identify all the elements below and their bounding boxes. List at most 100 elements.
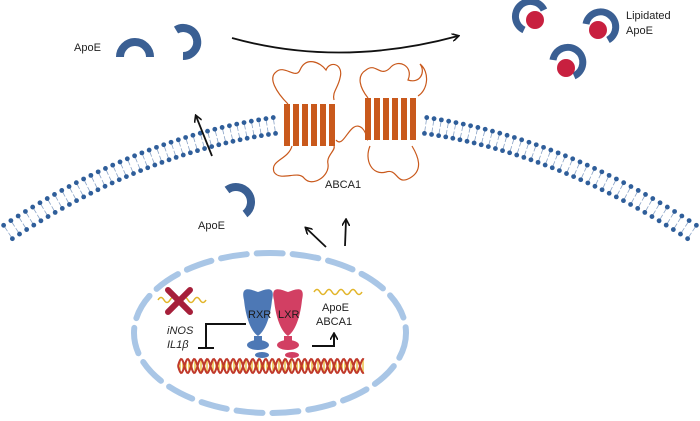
rxr-lxr-heterodimer: [243, 289, 303, 358]
lipid-head: [542, 162, 548, 168]
lipid-head: [234, 121, 240, 127]
lipid-tail: [112, 164, 120, 180]
lipid-head: [664, 204, 670, 210]
lipid-tail: [97, 171, 106, 187]
rxr-receptor: [243, 289, 273, 358]
lipid-head: [17, 231, 22, 237]
abca1-intracellular-loop-left: [272, 145, 335, 183]
lipid-tail: [608, 178, 617, 194]
lipid-tail: [10, 220, 20, 235]
lipid-head: [109, 180, 115, 186]
lipid-head: [657, 200, 663, 206]
lipid-head: [564, 171, 569, 176]
lipid-tail: [615, 182, 625, 198]
lipid-head: [159, 159, 165, 165]
lipid-head: [577, 159, 583, 165]
lipid-head: [168, 139, 174, 145]
lipid-head: [30, 204, 36, 210]
lipid-head: [533, 142, 539, 148]
lipid-head: [195, 148, 200, 154]
lipid-head: [460, 121, 466, 127]
lipid-head: [436, 133, 442, 139]
abca1-extracellular-loop-right: [359, 63, 428, 99]
lipid-tail: [587, 168, 595, 184]
lipid-head: [154, 144, 159, 150]
lipid-head: [672, 209, 677, 214]
lipid-head: [431, 116, 437, 122]
lipid-head: [132, 153, 137, 159]
lipid-head: [649, 214, 655, 219]
lipidated-apoe-label-line2: ApoE: [626, 25, 653, 37]
lipid-head: [521, 154, 527, 160]
lipid-head: [152, 162, 158, 168]
lipid-head: [592, 166, 597, 171]
lipid-head: [216, 142, 222, 148]
lipid-head: [175, 137, 181, 143]
cell-membrane: [1, 115, 699, 242]
lipid-head: [478, 142, 484, 148]
lipid-head: [599, 187, 605, 193]
lipid-head: [52, 210, 58, 215]
lipid-head: [173, 154, 179, 160]
lipid-tail: [452, 122, 457, 139]
lipid-head: [52, 192, 57, 197]
lipid-head: [549, 165, 555, 171]
lipid-head: [613, 194, 619, 200]
apoe-top-label: ApoE: [74, 42, 101, 54]
lipid-head: [635, 206, 641, 211]
export-arrow-apoe: [306, 228, 327, 248]
lipid-head: [555, 150, 561, 156]
lipid-head: [541, 144, 546, 150]
lipid-tail: [466, 125, 471, 142]
lipid-head: [258, 133, 264, 139]
lipid-head: [81, 176, 87, 182]
lipid-head: [686, 218, 692, 223]
lipid-head: [45, 214, 51, 219]
lipid-head: [230, 138, 236, 144]
lipid-head: [643, 192, 648, 197]
lipid-head: [237, 137, 243, 143]
lipid-head: [139, 150, 145, 156]
apoe-free-extracellular: [116, 24, 202, 61]
lipid-head: [102, 183, 108, 189]
target-apoe-label: ApoE: [322, 302, 349, 314]
lipid-head: [67, 202, 72, 207]
lipid-tail: [480, 129, 486, 145]
dna-helix: [177, 357, 365, 375]
lipid-head: [468, 123, 473, 129]
repression-x-icon: [165, 287, 193, 315]
apoe-intracellular-label: ApoE: [198, 220, 225, 232]
lipid-head: [493, 146, 498, 151]
lipid-head: [81, 194, 87, 200]
lipid-tail: [214, 129, 220, 145]
lipid-head: [223, 140, 229, 146]
lipid-head: [443, 134, 449, 140]
lipid-tail: [170, 142, 177, 158]
lipid-head: [88, 172, 94, 178]
lipid-head: [570, 156, 576, 162]
lipid-head: [685, 236, 691, 242]
lipid-head: [227, 123, 232, 129]
apoe-shape-1: [116, 38, 154, 58]
lipid-head: [209, 144, 215, 150]
lxr-label: LXR: [278, 309, 299, 321]
lipid-head: [621, 198, 626, 204]
lipid-head: [23, 209, 28, 214]
lipid-head: [219, 125, 225, 130]
lipid-tail: [25, 211, 35, 226]
lipid-head: [110, 162, 116, 168]
activation-arrow: [312, 334, 334, 347]
lipidated-apoe-particles: [511, 0, 620, 80]
lipid-head: [9, 236, 15, 242]
lipid-head: [621, 180, 627, 186]
lipid-head: [507, 150, 513, 156]
lipid-head: [38, 218, 44, 224]
lipidated-apoe-label-line1: Lipidated: [626, 10, 671, 22]
lipid-head: [202, 146, 207, 151]
apoe-intracellular-shape: [224, 183, 255, 218]
lipid-head: [450, 135, 456, 141]
lipid-head: [514, 152, 520, 158]
lipid-head: [628, 202, 633, 207]
export-arrow-abca1: [345, 220, 346, 247]
